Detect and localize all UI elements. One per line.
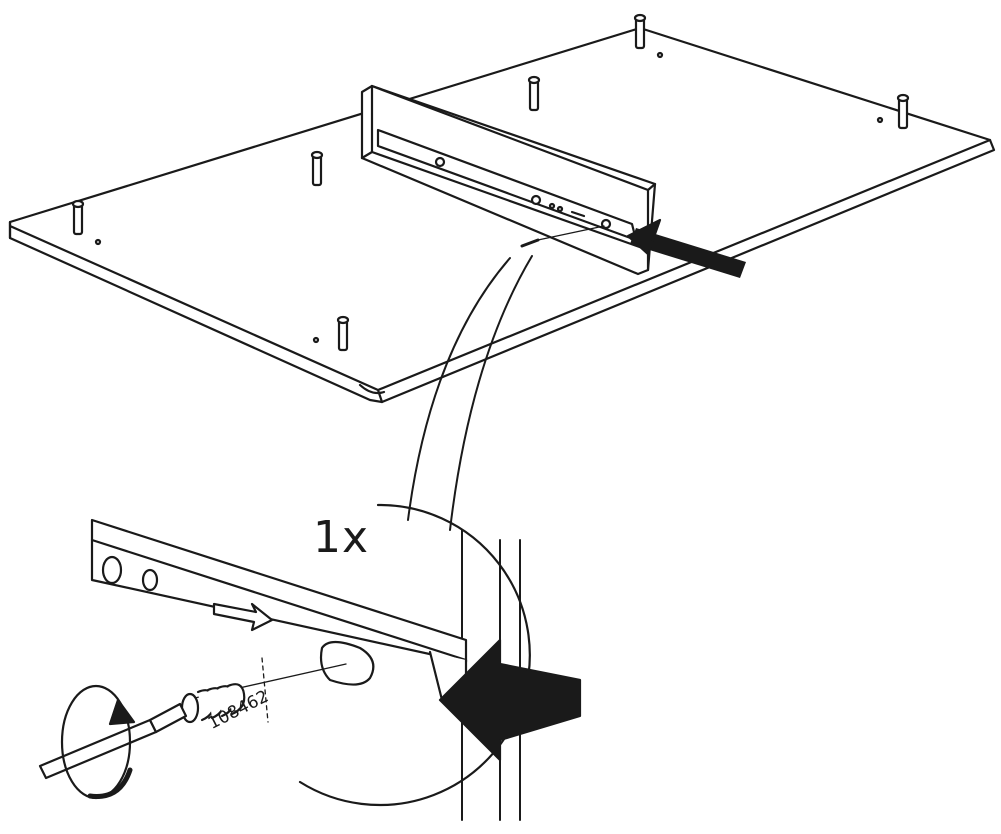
clockwise-rotation-icon — [60, 684, 136, 800]
quantity-label: 1x — [313, 512, 370, 563]
dowel-pin — [336, 315, 350, 352]
callout-lines — [407, 255, 533, 531]
detail-rail — [90, 518, 468, 706]
dowel-pin — [527, 75, 541, 112]
dowel-pin — [633, 13, 647, 50]
screwdriver-icon — [38, 702, 188, 780]
part-number-leader — [261, 657, 269, 723]
screw-icon — [180, 663, 347, 724]
push-arrow-icon — [438, 638, 582, 762]
dowel-pin — [310, 150, 324, 187]
screw-icon — [520, 225, 605, 248]
push-arrow-icon — [626, 218, 746, 278]
dowel-pin — [896, 93, 910, 130]
dowel-pins — [71, 13, 910, 352]
dowel-pin — [71, 199, 85, 236]
